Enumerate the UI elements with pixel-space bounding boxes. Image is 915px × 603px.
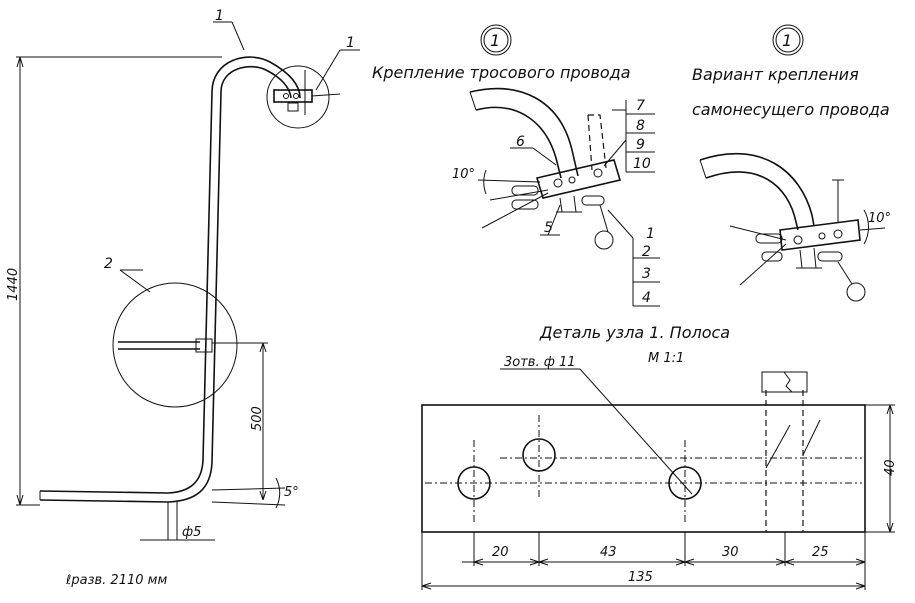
dim-30: 30 [722, 545, 739, 560]
part-7: 7 [636, 98, 645, 114]
dim-25: 25 [812, 545, 829, 560]
callout-1b-label: 1 [346, 35, 355, 51]
detail-circle-1 [266, 65, 330, 129]
hole-1 [457, 466, 491, 500]
hole-2 [522, 438, 556, 472]
callout-2-label: 2 [104, 256, 113, 272]
detail-b-angle: 10° [868, 211, 891, 226]
detail-circle-2 [112, 282, 238, 408]
strip-title: Деталь узла 1. Полоса [539, 323, 730, 342]
callout-1-label: 1 [215, 8, 224, 24]
part-6: 6 [516, 134, 525, 150]
bracket-drawing: 1 1 2 500 5° ф5 1440 ℓразв. 2110 мм [6, 8, 360, 588]
dim-1440: 1440 [6, 268, 21, 301]
part-10: 10 [633, 156, 651, 172]
strip-detail: Деталь узла 1. Полоса М 1:1 3отв. ф 11 4… [421, 323, 898, 590]
detail-b-title-1: Вариант крепления [692, 65, 859, 84]
development-note: ℓразв. 2110 мм [65, 573, 167, 588]
part-4: 4 [642, 290, 651, 306]
angle-5: 5° [284, 485, 299, 500]
bracket-rod [211, 56, 301, 99]
detail-b-number: 1 [782, 31, 792, 50]
detail-a-title: Крепление тросового провода [372, 63, 631, 82]
strip-body [421, 404, 866, 533]
dim-20: 20 [492, 545, 509, 560]
detail-b-title-2: самонесущего провода [692, 100, 890, 119]
part-5: 5 [544, 220, 553, 236]
part-3: 3 [642, 266, 651, 282]
detail-b: 1 Вариант крепления самонесущего провода… [692, 24, 891, 302]
detail-a-number: 1 [490, 31, 500, 50]
part-2: 2 [642, 244, 651, 260]
holes-label: 3отв. ф 11 [504, 355, 576, 370]
part-8: 8 [636, 118, 645, 134]
dim-500: 500 [250, 406, 265, 431]
dim-height: 40 [883, 459, 898, 476]
part-9: 9 [636, 137, 645, 153]
dim-135: 135 [628, 570, 653, 585]
strip-scale: М 1:1 [648, 351, 684, 366]
detail-a: 1 Крепление тросового провода 10° [372, 24, 660, 307]
part-1: 1 [646, 226, 655, 242]
hole-3 [668, 466, 702, 500]
detail-a-angle: 10° [452, 167, 475, 182]
dia-5: ф5 [182, 525, 201, 540]
dim-43: 43 [600, 545, 617, 560]
